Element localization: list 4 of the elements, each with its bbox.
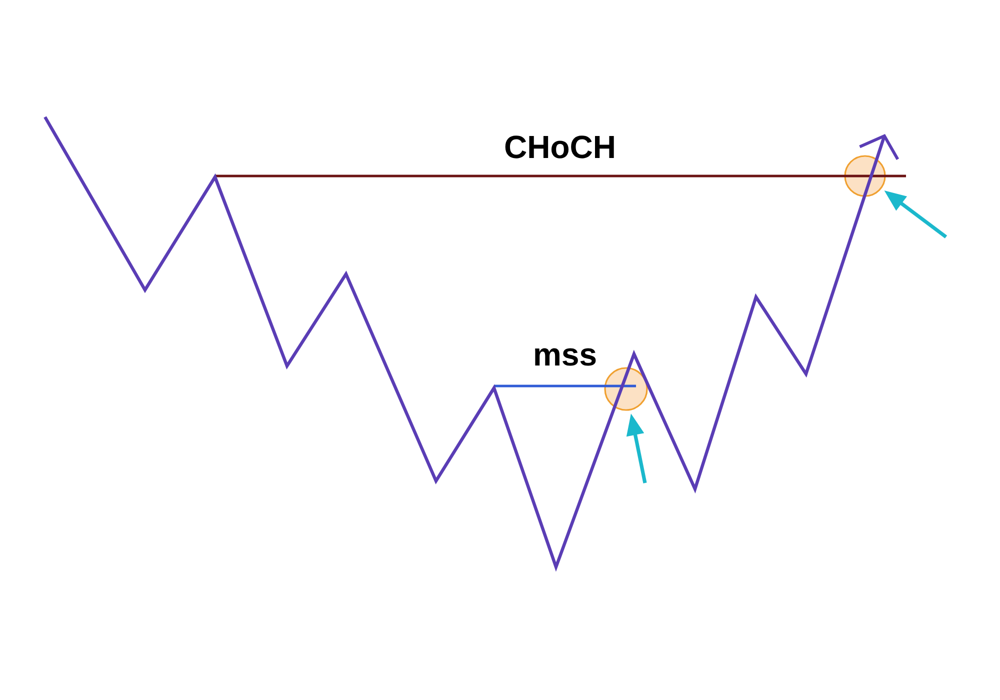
line-label: mss <box>535 348 596 366</box>
highlight-circle <box>604 367 648 411</box>
line-label: CHoCH <box>505 136 614 158</box>
highlight-circle <box>844 155 886 197</box>
